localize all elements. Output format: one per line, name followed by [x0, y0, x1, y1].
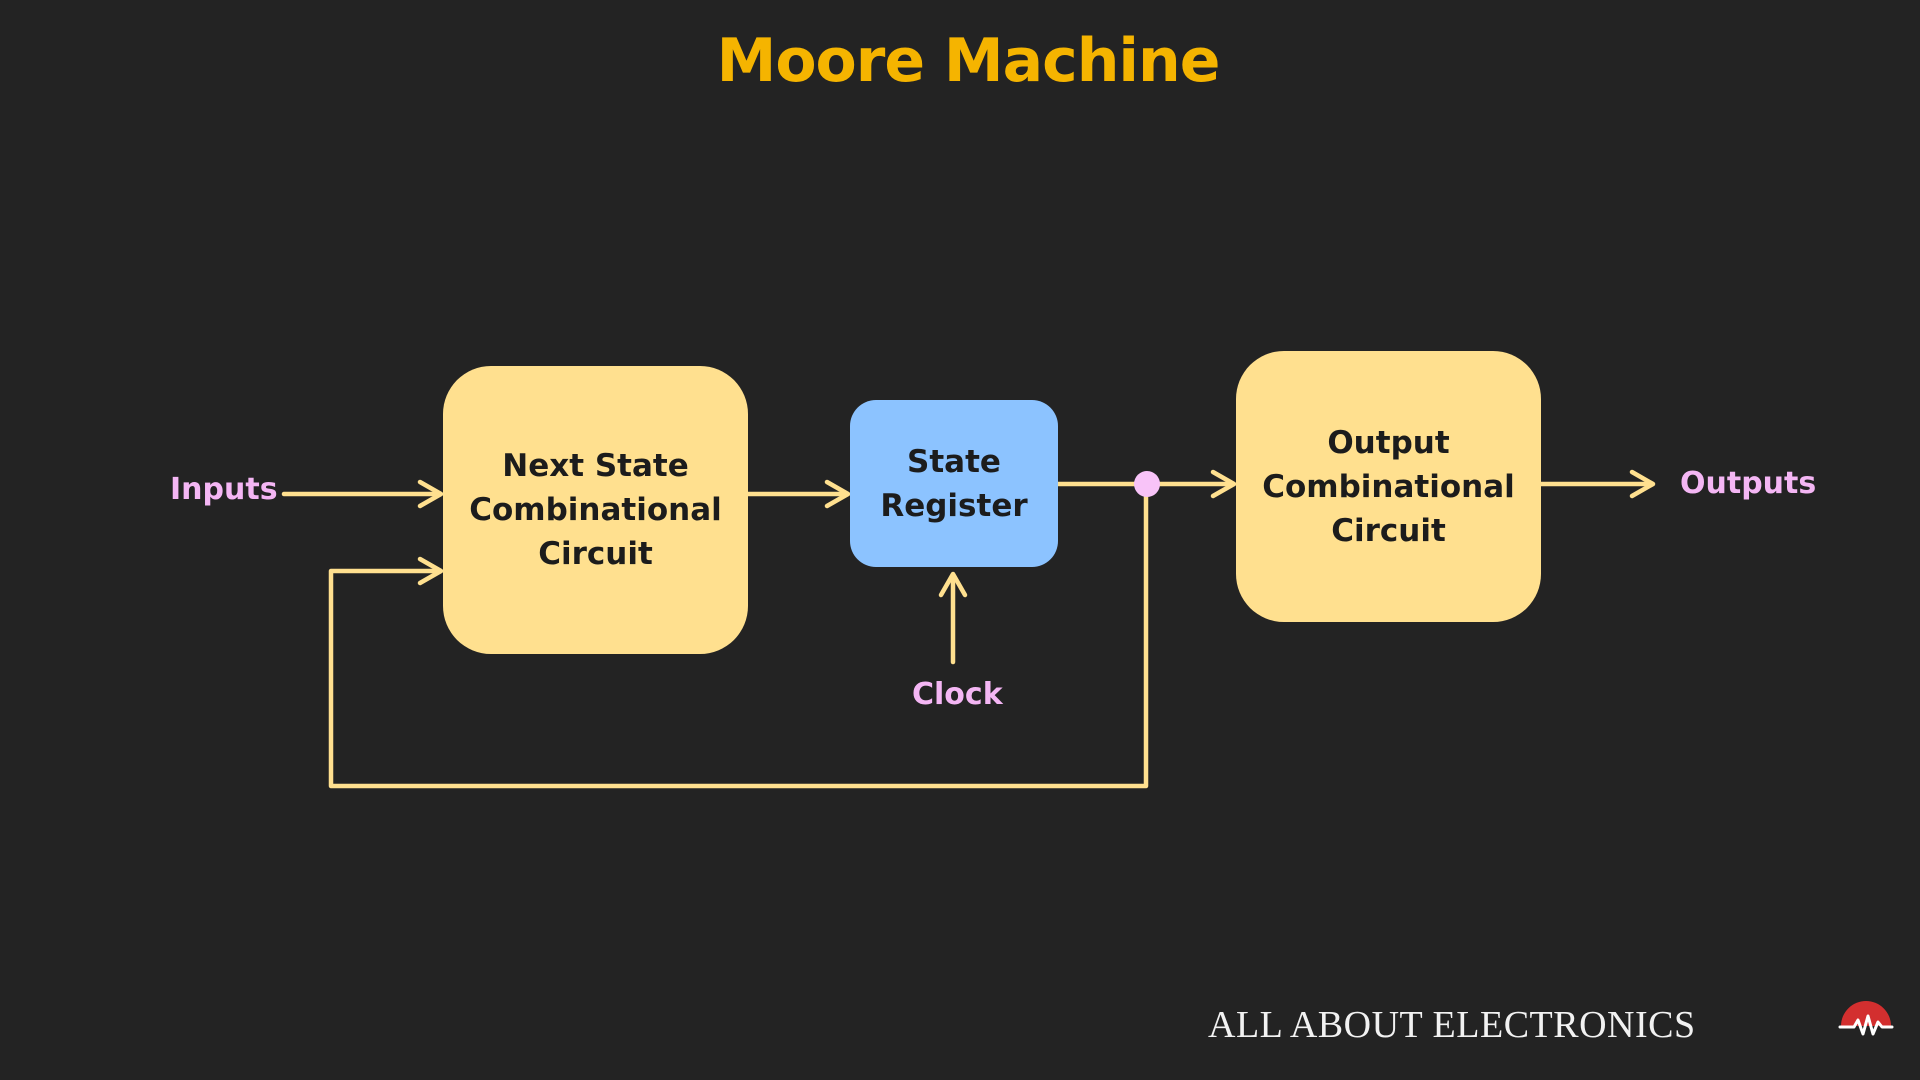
waveform-logo-icon	[1838, 1001, 1894, 1036]
page-title: Moore Machine	[716, 26, 1221, 96]
wire-feedback	[328, 481, 1149, 789]
block-line: Next State	[502, 448, 689, 484]
next-state-combinational-circuit-block: Next State Combinational Circuit	[443, 366, 748, 654]
junction-dot	[1134, 471, 1160, 497]
block-line: Circuit	[538, 536, 653, 572]
clock-label: Clock	[912, 677, 1003, 712]
outputs-label: Outputs	[1680, 466, 1817, 501]
block-line: State	[907, 443, 1001, 480]
block-line: Circuit	[1331, 512, 1446, 549]
arrowhead-outputs	[1629, 469, 1656, 499]
arrowhead-feedback	[417, 556, 444, 586]
block-line: Register	[880, 487, 1028, 524]
output-combinational-circuit-block: Output Combinational Circuit	[1236, 351, 1541, 622]
block-line: Output	[1327, 424, 1450, 461]
arrowhead-output-in	[1210, 469, 1237, 499]
arrowhead-inputs	[417, 479, 444, 509]
brand-name: ALL ABOUT ELECTRONICS	[1208, 1004, 1696, 1046]
arrowhead-register-in	[824, 479, 851, 509]
inputs-label: Inputs	[170, 472, 278, 507]
arrowhead-clock	[938, 571, 968, 598]
block-line: Combinational	[469, 492, 722, 528]
block-line: Combinational	[1262, 468, 1515, 505]
state-register-block: State Register	[850, 400, 1058, 567]
